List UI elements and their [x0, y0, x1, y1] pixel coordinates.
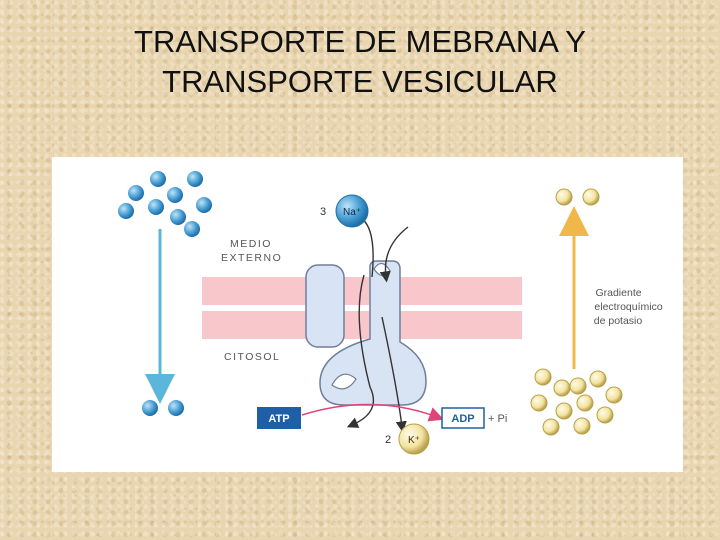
atp-to-adp-arrow	[302, 404, 437, 417]
svg-text:K⁺: K⁺	[408, 435, 420, 446]
potassium-ions-outside	[556, 189, 599, 205]
adp-box: ADP + Pi	[442, 408, 507, 428]
medio-externo-label: MEDIO EXTERNO	[221, 238, 282, 264]
svg-text:+ Pi: + Pi	[488, 413, 507, 425]
title-line-2: TRANSPORTE VESICULAR	[0, 62, 720, 102]
sodium-ion-exported: 3 Na⁺	[320, 195, 368, 227]
svg-text:2: 2	[385, 434, 391, 446]
sodium-ions-inside	[142, 400, 184, 416]
citosol-label: CITOSOL	[224, 351, 280, 363]
potassium-ion-imported: 2 K⁺	[385, 424, 429, 454]
sodium-potassium-pump-diagram: MEDIO EXTERNO CITOSOL 3 Na⁺ ATP ADP + Pi…	[52, 157, 683, 472]
potassium-gradient-label: Gradiente electroquímico de potasio	[594, 287, 666, 327]
svg-text:ATP: ATP	[268, 413, 289, 425]
slide-title: TRANSPORTE DE MEBRANA Y TRANSPORTE VESIC…	[0, 22, 720, 102]
potassium-ions-inside	[531, 369, 622, 435]
title-line-1: TRANSPORTE DE MEBRANA Y	[0, 22, 720, 62]
sodium-ions-outside	[118, 171, 212, 237]
svg-text:ADP: ADP	[451, 413, 474, 425]
atp-box: ATP	[257, 407, 301, 429]
svg-text:3: 3	[320, 206, 326, 218]
svg-text:Na⁺: Na⁺	[343, 207, 361, 218]
